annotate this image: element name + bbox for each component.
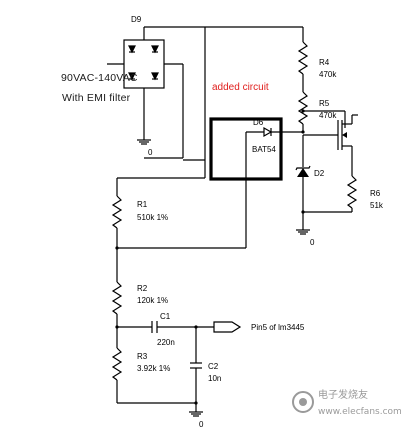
label-c1-ref: C1 — [160, 312, 171, 321]
label-r1-value: 510k 1% — [137, 213, 168, 222]
pin5-connector — [213, 321, 242, 333]
label-gnd-bottom: 0 — [199, 420, 204, 429]
label-r5-ref: R5 — [319, 99, 330, 108]
resistor-r1 — [111, 195, 123, 229]
label-r2-value: 120k 1% — [137, 296, 168, 305]
label-r4-value: 470k — [319, 70, 337, 79]
label-c2-ref: C2 — [208, 362, 219, 371]
label-gnd-zener: 0 — [310, 238, 315, 247]
label-input-voltage: 90VAC-140VAC — [61, 72, 138, 84]
zener-d2 — [295, 135, 311, 212]
label-emi-filter: With EMI filter — [62, 92, 131, 104]
capacitor-c2 — [190, 327, 202, 412]
label-d9: D9 — [131, 15, 142, 24]
label-c2-value: 10n — [208, 374, 221, 383]
resistor-r3 — [111, 347, 123, 381]
label-r6-value: 51k — [370, 201, 384, 210]
ground-symbol-bottom — [189, 411, 203, 417]
ground-symbol-zener — [296, 229, 310, 235]
label-r3-value: 3.92k 1% — [137, 364, 170, 373]
label-r3-ref: R3 — [137, 352, 148, 361]
resistor-r2 — [111, 281, 123, 315]
label-r6-ref: R6 — [370, 189, 381, 198]
label-d6-ref: D6 — [253, 118, 264, 127]
diode-d6 — [246, 126, 303, 138]
label-d6-part: BAT54 — [252, 145, 276, 154]
label-d2-ref: D2 — [314, 169, 325, 178]
label-r1-ref: R1 — [137, 200, 148, 209]
resistor-r6 — [346, 175, 358, 209]
watermark-url: www.elecfans.com — [318, 407, 402, 417]
bridge-rectifier-d9 — [107, 26, 205, 159]
ground-symbol-bridge — [137, 139, 151, 145]
label-r4-ref: R4 — [319, 58, 330, 67]
capacitor-c1 — [117, 321, 214, 333]
watermark-logo: 电子发烧友 www.elecfans.com — [292, 388, 402, 417]
label-gnd-bridge: 0 — [148, 148, 153, 157]
watermark-text-cn: 电子发烧友 — [318, 388, 368, 401]
label-c1-value: 220n — [157, 338, 175, 347]
mosfet — [303, 111, 358, 166]
label-pin5: Pin5 of lm3445 — [251, 323, 305, 332]
label-added-circuit: added circuit — [212, 82, 269, 93]
label-r2-ref: R2 — [137, 284, 148, 293]
resistor-r4 — [297, 41, 309, 75]
label-r5-value: 470k — [319, 111, 337, 120]
resistor-r5 — [297, 91, 309, 125]
